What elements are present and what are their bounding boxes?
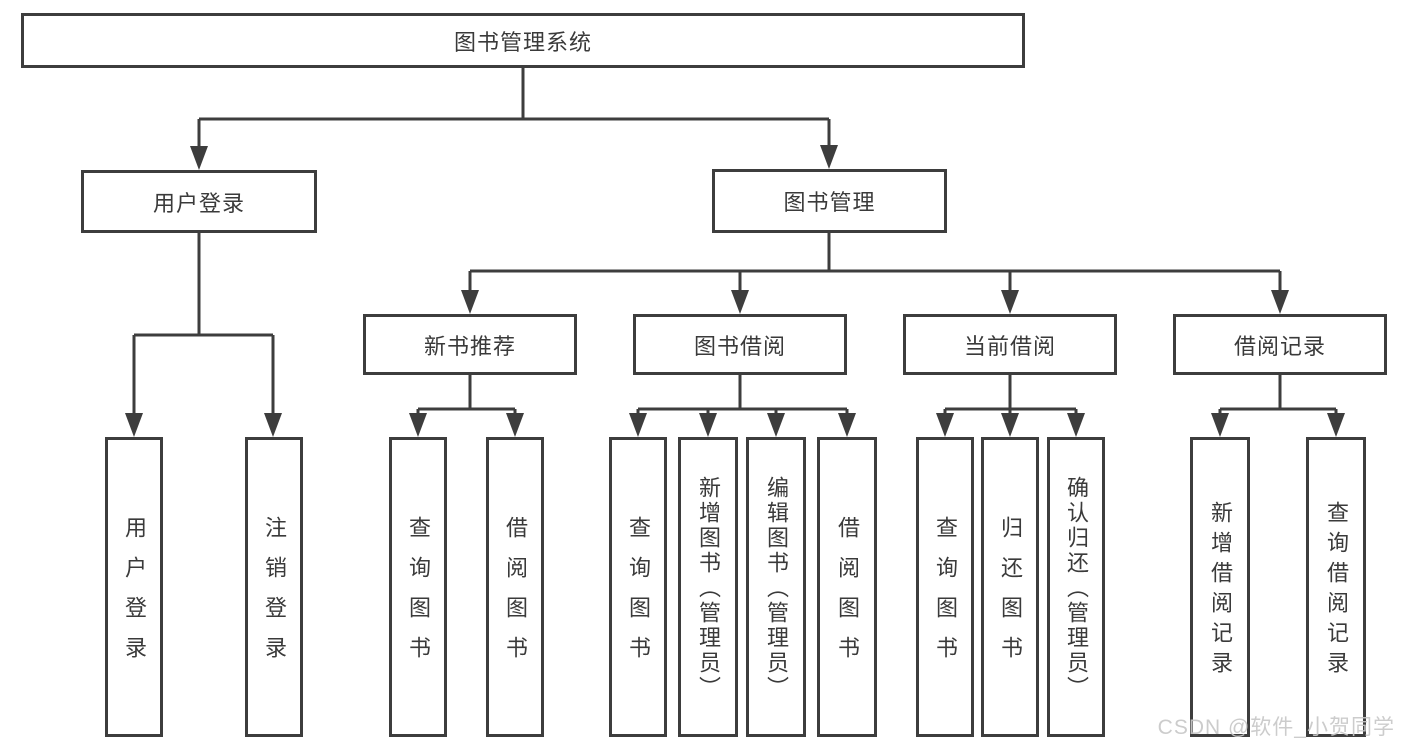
leaf-user-login: 用户登录: [105, 437, 163, 737]
node-label: 新增图书（管理员）: [696, 476, 721, 701]
node-label: 查询借阅记录: [1324, 501, 1349, 681]
node-label: 查询图书: [406, 516, 431, 676]
leaf-query-books-1: 查询图书: [389, 437, 447, 737]
leaf-borrow-books-1: 借阅图书: [486, 437, 544, 737]
node-label: 新书推荐: [423, 333, 516, 359]
node-label: 查询图书: [933, 516, 958, 676]
node-book-borrowing: 图书借阅: [633, 314, 847, 375]
node-label: 注销登录: [262, 516, 287, 676]
leaf-edit-books-admin: 编辑图书（管理员）: [746, 437, 806, 737]
connector-root-to-level2: [190, 68, 838, 170]
node-label: 归还图书: [998, 516, 1023, 676]
leaf-query-books-3: 查询图书: [916, 437, 974, 737]
leaf-borrow-books-2: 借阅图书: [817, 437, 877, 737]
node-label: 图书管理系统: [453, 29, 592, 55]
node-root: 图书管理系统: [21, 13, 1025, 68]
leaf-query-borrow-record: 查询借阅记录: [1306, 437, 1366, 737]
connector-current-borrow-to-leaves: [936, 375, 1085, 437]
leaf-add-books-admin: 新增图书（管理员）: [678, 437, 738, 737]
leaf-add-borrow-record: 新增借阅记录: [1190, 437, 1250, 737]
connector-book-borrow-to-leaves: [629, 375, 856, 437]
leaf-return-books: 归还图书: [981, 437, 1039, 737]
node-current-borrowing: 当前借阅: [903, 314, 1117, 375]
leaf-logout: 注销登录: [245, 437, 303, 737]
watermark: CSDN @软件_小贺同学: [1157, 716, 1395, 739]
node-borrowing-records: 借阅记录: [1173, 314, 1387, 375]
node-label: 确认归还（管理员）: [1064, 476, 1089, 701]
connector-book-mgmt-to-level3: [461, 233, 1289, 314]
connector-borrow-records-to-leaves: [1211, 375, 1345, 437]
node-label: 借阅图书: [835, 516, 860, 676]
node-new-book-recommend: 新书推荐: [363, 314, 577, 375]
leaf-confirm-return-admin: 确认归还（管理员）: [1047, 437, 1105, 737]
node-label: 借阅图书: [503, 516, 528, 676]
node-book-management: 图书管理: [712, 169, 947, 233]
node-label: 图书借阅: [693, 333, 786, 359]
leaf-query-books-2: 查询图书: [609, 437, 667, 737]
connector-user-login-to-leaves: [125, 233, 282, 437]
node-label: 查询图书: [626, 516, 651, 676]
node-label: 当前借阅: [963, 333, 1056, 359]
node-user-login: 用户登录: [81, 170, 317, 233]
node-label: 用户登录: [122, 516, 147, 676]
node-label: 借阅记录: [1233, 333, 1326, 359]
node-label: 图书管理: [783, 190, 876, 215]
node-label: 新增借阅记录: [1208, 501, 1233, 681]
connector-new-book-to-leaves: [409, 375, 524, 437]
node-label: 编辑图书（管理员）: [764, 476, 789, 701]
node-label: 用户登录: [152, 190, 245, 216]
